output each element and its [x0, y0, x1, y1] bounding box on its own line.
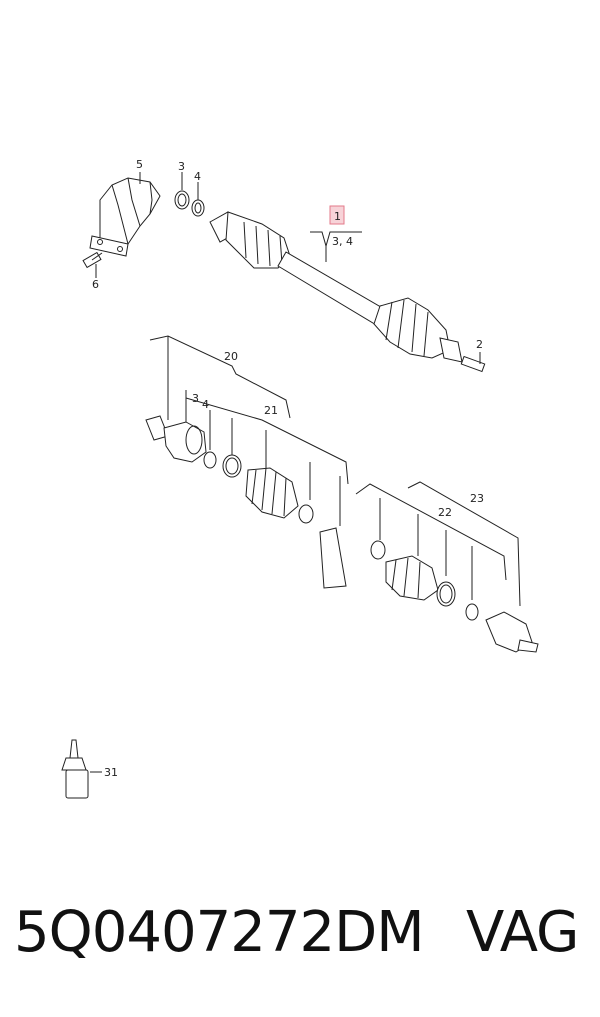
label-6: 6: [92, 278, 99, 291]
washer-4-top: [191, 199, 205, 217]
clamp-mid: [222, 454, 242, 478]
bearing-bracket: [89, 177, 161, 257]
drive-shaft: [209, 211, 463, 363]
label-21: 21: [264, 404, 278, 417]
grease-tube: [319, 527, 347, 589]
boot-inner: [245, 467, 299, 519]
label-1-sub: 3, 4: [332, 235, 353, 248]
boot-outer: [385, 555, 439, 601]
washer-outer: [465, 603, 479, 621]
clamp-small: [298, 504, 314, 524]
upper-leader-lines: [95, 172, 481, 364]
label-2: 2: [476, 338, 483, 351]
label-1: 1: [334, 210, 341, 223]
part-number: 5Q0407272DM: [14, 900, 425, 965]
circlip-3-top: [174, 190, 190, 210]
circlip-3-mid: [203, 451, 217, 469]
clamp-outer: [370, 540, 386, 560]
bolt-6: [82, 251, 103, 269]
clamp-outer-large: [436, 581, 456, 607]
label-23: 23: [470, 492, 484, 505]
label-5: 5: [136, 158, 143, 171]
bolt-2: [460, 355, 486, 373]
label-3-top: 3: [178, 160, 185, 173]
outer-joint: [485, 611, 539, 653]
sealant-bottle: [61, 739, 102, 799]
item-1-highlight: [329, 205, 345, 225]
lower-bracket-lines: [149, 335, 521, 607]
label-31: 31: [104, 766, 118, 779]
brand-name: VAG: [466, 900, 579, 965]
label-4-mid: 4: [202, 398, 209, 411]
label-4-top: 4: [194, 170, 201, 183]
label-3-mid: 3: [192, 392, 199, 405]
label-20: 20: [224, 350, 238, 363]
part-footer: 5Q0407272DM VAG: [14, 900, 594, 980]
inner-joint: [145, 415, 207, 463]
label-22: 22: [438, 506, 452, 519]
